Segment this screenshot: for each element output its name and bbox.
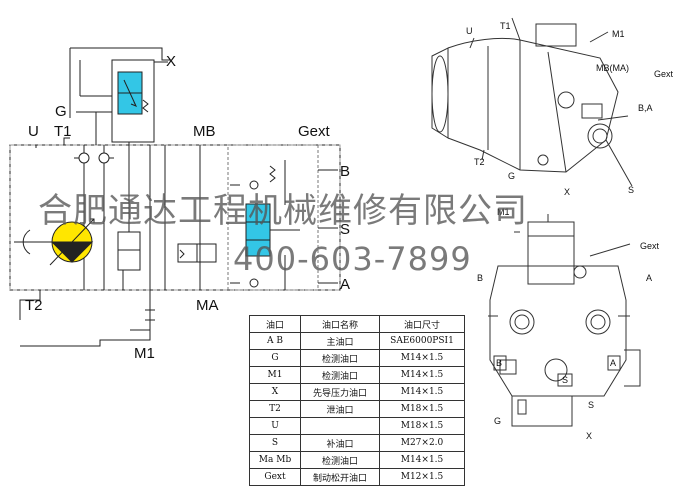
- top-label-t2: T2: [474, 157, 485, 167]
- schematic-label-ma: MA: [196, 297, 219, 314]
- top-label-ba: B,A: [638, 103, 653, 113]
- table-cell: M18×1.5: [379, 417, 465, 435]
- control-block: [527, 221, 575, 285]
- top-label-x: X: [564, 187, 571, 197]
- table-row: X 先导压力油口 M14×1.5: [249, 383, 465, 401]
- control-valve-box: [111, 59, 155, 143]
- schematic-label-a: A: [340, 276, 351, 293]
- top-label-u: U: [466, 26, 473, 36]
- front-face-label-a: A: [610, 358, 617, 368]
- table-cell: 主油口: [300, 332, 380, 350]
- table-cell: S: [249, 434, 301, 452]
- table-cell: T2: [249, 400, 301, 418]
- table-row: Gext 制动松开油口 M12×1.5: [249, 468, 465, 486]
- motor-top-view: [431, 17, 633, 187]
- front-label-m1: M1: [497, 207, 510, 217]
- table-cell: 制动松开油口: [300, 468, 380, 486]
- brake-valve-spool: [245, 203, 271, 257]
- hydraulic-schematic: [9, 47, 341, 347]
- table-row: U M18×1.5: [249, 417, 465, 435]
- shaft-flange: [431, 47, 449, 139]
- table-cell: 泄油口: [300, 400, 380, 418]
- schematic-label-t2: T2: [25, 297, 43, 314]
- front-label-g: G: [494, 416, 502, 426]
- table-cell: M14×1.5: [379, 383, 465, 401]
- table-cell: M14×1.5: [379, 451, 465, 469]
- table-cell: U: [249, 417, 301, 435]
- lower-block: [511, 395, 573, 427]
- table-header-cell: 油口: [249, 315, 301, 333]
- top-label-s: S: [628, 185, 635, 195]
- table-cell: G: [249, 349, 301, 367]
- front-label-a: A: [646, 273, 653, 283]
- top-label-g: G: [508, 171, 516, 181]
- schematic-label-mb: MB: [193, 123, 216, 140]
- table-row: T2 泄油口 M18×1.5: [249, 400, 465, 418]
- port-table: 油口 油口名称 油口尺寸 A B 主油口 SAE6000PSI1 G 检测油口 …: [249, 315, 465, 486]
- table-cell: 补油口: [300, 434, 380, 452]
- table-cell: M12×1.5: [379, 468, 465, 486]
- table-header-cell: 油口尺寸: [379, 315, 465, 333]
- table-cell: X: [249, 383, 301, 401]
- motor-front-view: [488, 214, 641, 427]
- table-cell: 检测油口: [300, 366, 380, 384]
- watermark-company-name: 合肥通达工程机械维修有限公司: [38, 191, 528, 231]
- top-label-gext: Gext: [654, 69, 674, 79]
- table-header-row: 油口 油口名称 油口尺寸: [249, 315, 465, 333]
- table-header-cell: 油口名称: [300, 315, 380, 333]
- front-face-label-b: B: [496, 358, 503, 368]
- table-row: S 补油口 M27×2.0: [249, 434, 465, 452]
- schematic-label-u: U: [28, 123, 39, 140]
- servo-piston: [117, 231, 141, 271]
- table-cell: Ma Mb: [249, 451, 301, 469]
- table-cell: [300, 417, 380, 435]
- table-cell: 检测油口: [300, 349, 380, 367]
- schematic-label-m1: M1: [134, 345, 155, 362]
- schematic-label-t1: T1: [54, 123, 72, 140]
- top-label-mbma: MB(MA): [596, 63, 629, 73]
- schematic-label-g: G: [55, 103, 67, 120]
- front-label-x: X: [586, 431, 593, 441]
- front-label-gext: Gext: [640, 241, 660, 251]
- table-cell: Gext: [249, 468, 301, 486]
- table-cell: A B: [249, 332, 301, 350]
- top-label-t1: T1: [500, 21, 511, 31]
- table-cell: SAE6000PSI1: [379, 332, 465, 350]
- table-row: M1 检测油口 M14×1.5: [249, 366, 465, 384]
- front-face-label-s: S: [562, 375, 569, 385]
- schematic-label-b: B: [340, 163, 351, 180]
- table-cell: 先导压力油口: [300, 383, 380, 401]
- table-row: Ma Mb 检测油口 M14×1.5: [249, 451, 465, 469]
- table-cell: M18×1.5: [379, 400, 465, 418]
- table-row: A B 主油口 SAE6000PSI1: [249, 332, 465, 350]
- front-label-s: S: [588, 400, 595, 410]
- table-cell: M14×1.5: [379, 349, 465, 367]
- table-cell: M1: [249, 366, 301, 384]
- schematic-label-x: X: [166, 53, 177, 70]
- schematic-label-s: S: [340, 221, 351, 238]
- table-cell: M14×1.5: [379, 366, 465, 384]
- table-row: G 检测油口 M14×1.5: [249, 349, 465, 367]
- watermark-phone: 400-603-7899: [233, 240, 472, 278]
- top-label-m1: M1: [612, 29, 625, 39]
- table-cell: 检测油口: [300, 451, 380, 469]
- schematic-label-gext: Gext: [298, 123, 330, 140]
- table-cell: M27×2.0: [379, 434, 465, 452]
- front-label-b: B: [477, 273, 484, 283]
